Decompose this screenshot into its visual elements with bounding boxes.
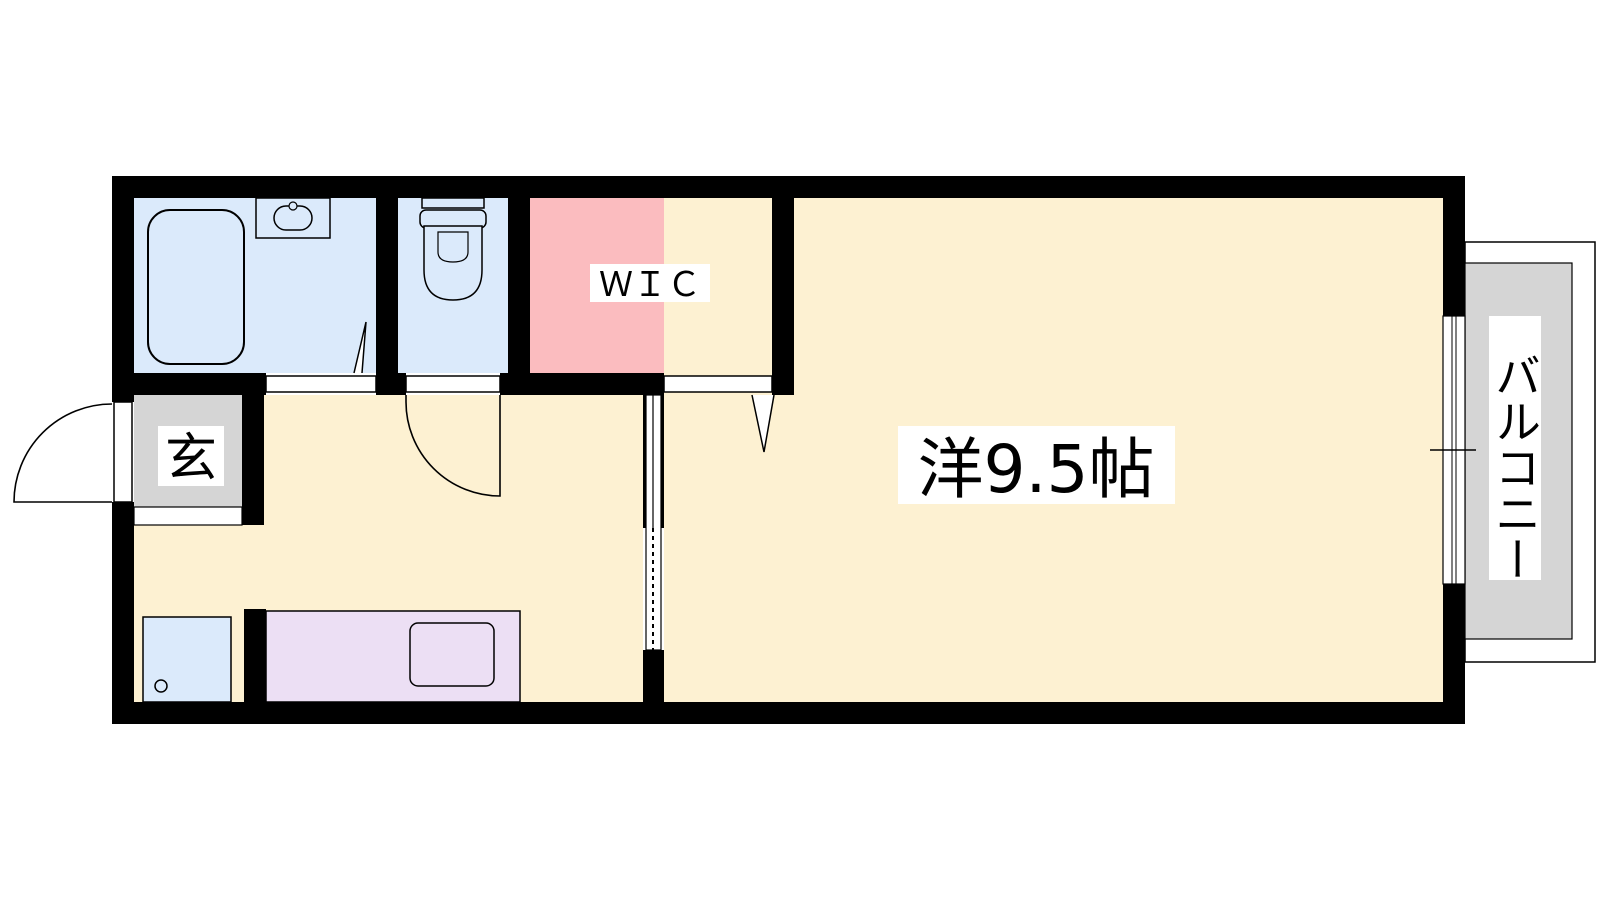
toilet-door-frame bbox=[405, 375, 501, 393]
faucet-icon bbox=[288, 201, 298, 211]
genkan-label: 玄 bbox=[165, 429, 217, 489]
western-room-label-box bbox=[898, 426, 1175, 504]
partition-wall-lower bbox=[643, 650, 664, 724]
wall-stub-a bbox=[376, 373, 406, 395]
washroom-folding-door bbox=[353, 321, 367, 374]
kitchen-wall bbox=[244, 609, 266, 704]
outer-wall-bottom bbox=[112, 702, 1465, 724]
wic-label: ＷＩＣ bbox=[599, 265, 701, 305]
genkan-wall bbox=[242, 395, 264, 525]
entrance-door-frame bbox=[113, 401, 133, 503]
wic-door-frame bbox=[663, 375, 773, 393]
wall-toilet-wic bbox=[508, 176, 530, 395]
genkan-label-box bbox=[158, 426, 224, 486]
wall-wic-room bbox=[772, 176, 794, 395]
wic-label-box bbox=[590, 264, 710, 302]
bathtub bbox=[147, 209, 245, 365]
outer-wall-left-upper bbox=[112, 176, 134, 402]
toilet-bowl-inner bbox=[437, 231, 469, 263]
western-room-label: 洋9.5帖 bbox=[918, 431, 1155, 508]
balcony-label: バルコニー bbox=[1488, 352, 1542, 582]
drain-icon bbox=[154, 679, 168, 693]
wall-stub-b bbox=[500, 373, 664, 395]
genkan-step bbox=[133, 506, 243, 526]
wall-bath-bottom bbox=[112, 373, 266, 395]
washroom-door-frame bbox=[265, 375, 377, 393]
entrance-door-swing bbox=[13, 403, 113, 503]
toilet-tank bbox=[421, 197, 485, 209]
outer-wall-right-lower bbox=[1443, 584, 1465, 724]
wic-folding-door bbox=[751, 394, 775, 453]
toilet-door-swing bbox=[405, 395, 501, 497]
wall-wash-toilet bbox=[376, 176, 398, 395]
outer-wall-left-lower bbox=[112, 502, 134, 724]
kitchen-sink bbox=[409, 622, 495, 687]
balcony-label-box bbox=[1489, 316, 1541, 580]
outer-wall-right-upper bbox=[1443, 176, 1465, 316]
